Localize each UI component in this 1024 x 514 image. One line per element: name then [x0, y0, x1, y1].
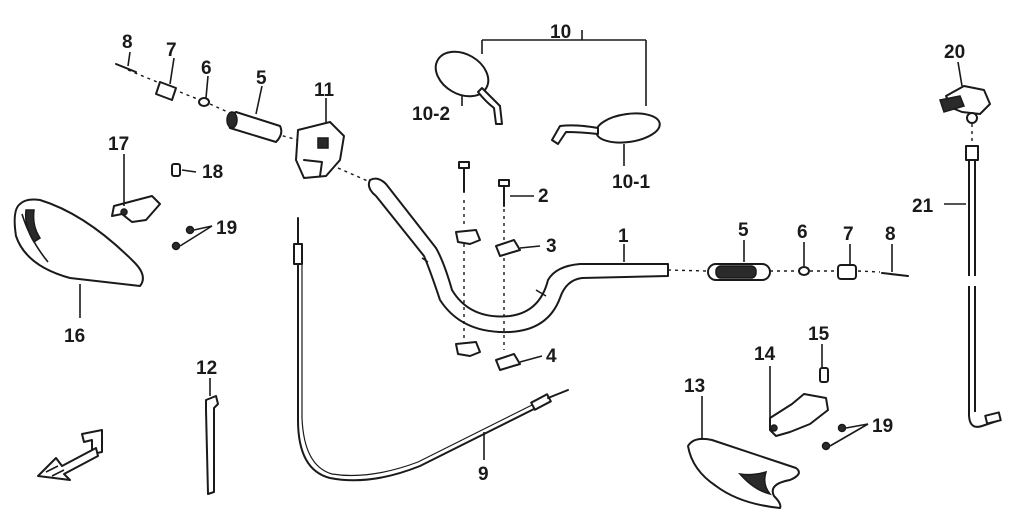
callout-19-left: 19 — [216, 218, 237, 239]
callout-15: 15 — [808, 324, 830, 345]
callout-16: 16 — [64, 326, 85, 347]
callout-7-right: 7 — [843, 224, 854, 245]
callout-18: 18 — [202, 162, 223, 183]
callout-6-right: 6 — [797, 222, 808, 243]
callout-17: 17 — [108, 134, 129, 155]
right-grip-assembly — [707, 263, 909, 281]
upper-clamps — [455, 229, 521, 257]
bar-end-bolt-right — [881, 272, 909, 277]
right-cover — [687, 437, 800, 509]
brake-cable — [965, 145, 1002, 428]
left-cover — [13, 198, 144, 287]
assembly-line — [209, 103, 233, 115]
callout-20: 20 — [944, 42, 965, 63]
callout-5-left: 5 — [256, 68, 267, 89]
callout-13: 13 — [684, 376, 705, 397]
callout-10-2: 10-2 — [412, 104, 450, 125]
leader-lines — [79, 30, 966, 460]
callout-8-left: 8 — [122, 32, 133, 53]
callout-7-left: 7 — [166, 40, 177, 61]
brake-lever — [939, 85, 991, 124]
callout-8-right: 8 — [885, 224, 896, 245]
mirror-left — [434, 50, 503, 125]
cable-tie — [205, 395, 219, 495]
mirror-right — [551, 112, 661, 145]
spacer-right — [798, 266, 810, 276]
left-screws — [171, 163, 195, 251]
assembly-line — [667, 269, 707, 272]
left-grip-assembly — [115, 63, 283, 143]
callout-1: 1 — [618, 226, 629, 247]
callout-2: 2 — [538, 186, 549, 207]
callout-5-right: 5 — [738, 220, 749, 241]
callout-labels: 8 7 6 5 11 10 10-2 10-1 2 3 1 4 5 6 7 8 … — [64, 22, 965, 485]
throttle-cable — [293, 217, 569, 482]
callout-12: 12 — [196, 358, 217, 379]
right-screws — [819, 367, 847, 451]
lower-clamps — [455, 341, 521, 371]
callout-4: 4 — [546, 346, 557, 367]
callout-9: 9 — [478, 464, 489, 485]
callout-10: 10 — [550, 22, 571, 43]
callout-3: 3 — [546, 236, 557, 257]
right-bracket — [769, 393, 829, 437]
callout-6-left: 6 — [201, 58, 212, 79]
clamp-bolts — [458, 161, 510, 207]
callout-14: 14 — [754, 344, 776, 365]
assembly-line — [337, 167, 371, 183]
callout-11: 11 — [314, 80, 335, 101]
arrow-forward-icon — [37, 429, 103, 481]
callout-10-1: 10-1 — [612, 172, 650, 193]
switch-housing — [295, 121, 345, 179]
left-bracket — [111, 195, 161, 223]
bar-end-bolt-left — [115, 63, 137, 73]
handlebar-part — [367, 177, 669, 334]
bar-end-weight-right — [837, 264, 857, 280]
callout-19-right: 19 — [872, 416, 893, 437]
bar-end-weight-left — [155, 81, 177, 101]
spacer-left — [198, 97, 210, 107]
assembly-line — [179, 91, 201, 101]
assembly-line — [127, 69, 163, 85]
assembly-line — [857, 270, 881, 273]
callout-21: 21 — [912, 196, 934, 217]
